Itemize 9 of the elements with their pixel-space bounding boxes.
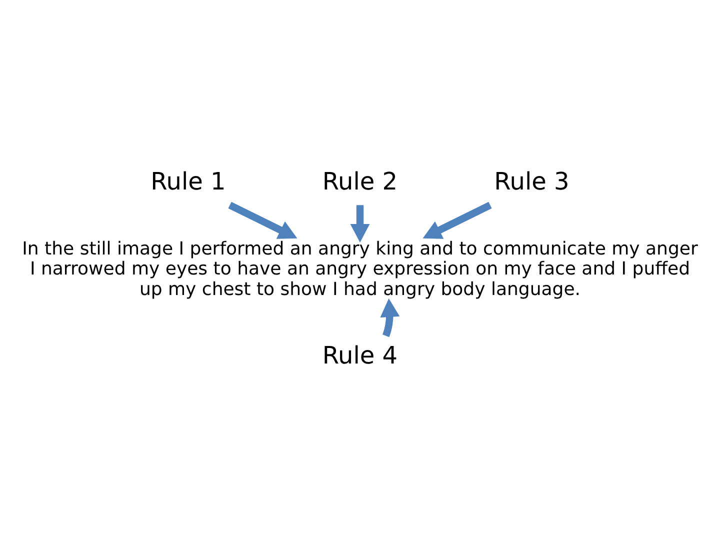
node-text: Rule 1: [150, 166, 226, 195]
node-text: Rule 3: [494, 166, 570, 195]
arrow: [228, 201, 298, 238]
node-text: In the still image I performed an angry king and to communicate my anger I narrowed my eyes to have an angry expression on my face and I puffed up my chest to show I had angry body language.: [22, 238, 698, 300]
arrow: [422, 201, 492, 238]
node-text: Rule 2: [322, 166, 398, 195]
node-text: Rule 4: [322, 341, 398, 370]
arrow: [380, 298, 400, 337]
arrow: [350, 204, 370, 242]
